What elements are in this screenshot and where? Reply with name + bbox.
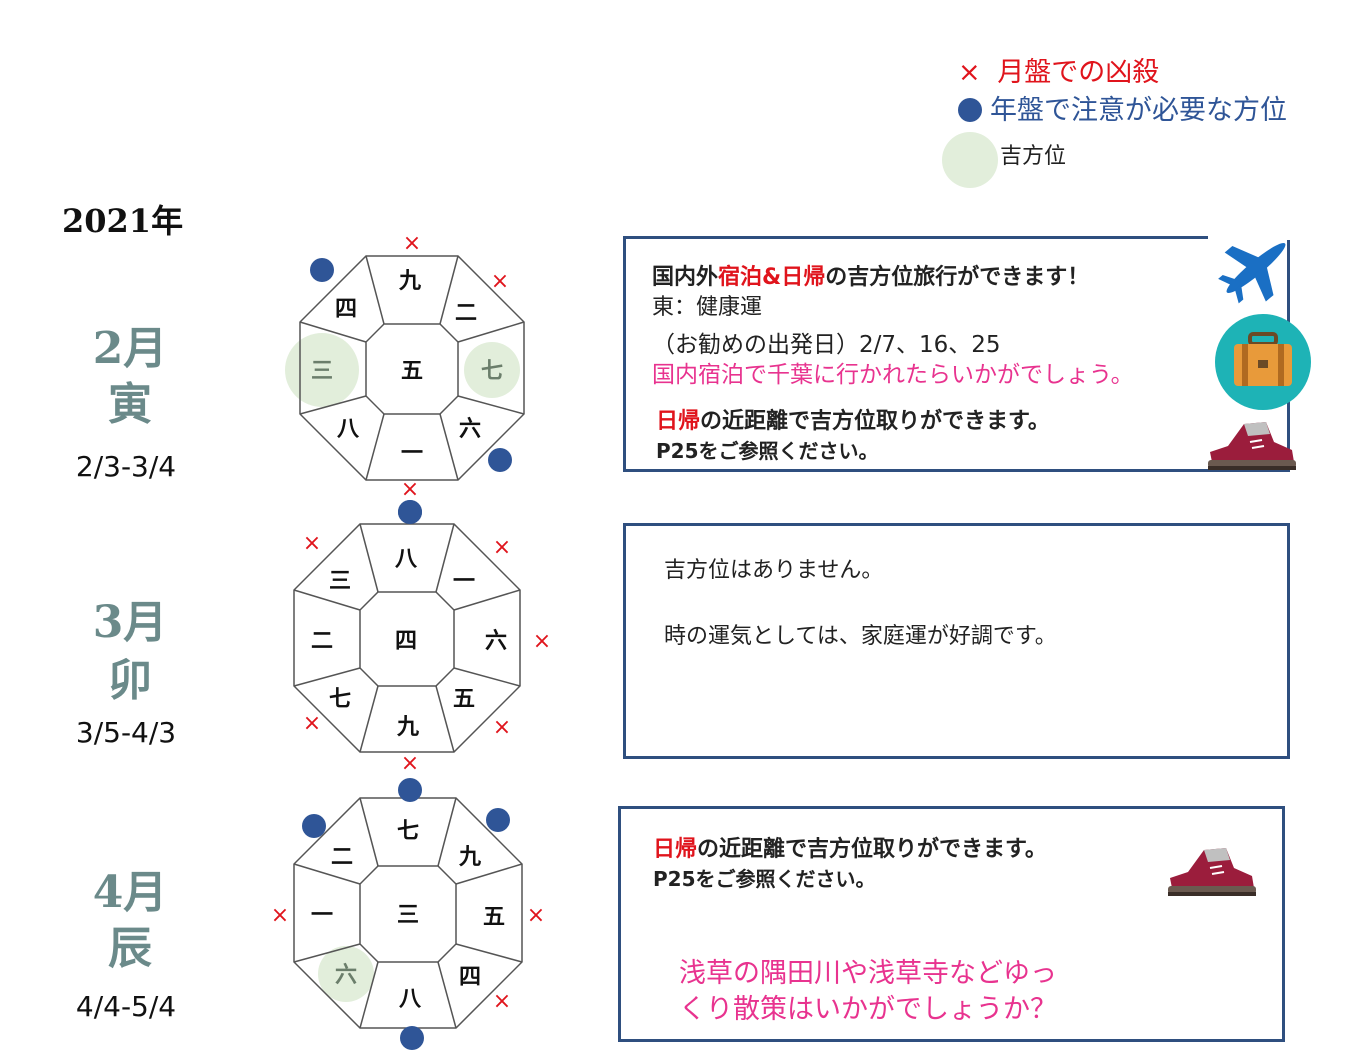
cross-mark-icon: × xyxy=(303,531,321,556)
cross-mark-icon: × xyxy=(271,903,289,928)
southeast-number: 六 xyxy=(459,417,481,442)
month-range: 4/4-5/4 xyxy=(75,990,177,1023)
info-line: P25をご参照ください。 xyxy=(656,439,879,463)
info-box-march: 吉方位はありません。 時の運気としては、家庭運が好調です。 xyxy=(623,523,1290,759)
cross-mark-icon: × xyxy=(303,711,321,736)
east-number: 六 xyxy=(485,629,507,654)
lucky-circle-icon xyxy=(942,132,998,188)
legend-caution-text: 年盤で注意が必要な方位 xyxy=(990,95,1287,126)
caution-dot-icon xyxy=(400,1026,424,1050)
center-number: 四 xyxy=(395,629,417,654)
caution-dot-icon xyxy=(302,814,326,838)
north-number: 七 xyxy=(397,819,419,844)
cross-mark-icon: × xyxy=(401,477,419,502)
hiking-boot-icon xyxy=(1208,422,1296,470)
info-box-april: 日帰の近距離で吉方位取りができます。 P25をご参照ください。 浅草の隅田川や浅… xyxy=(618,806,1285,1042)
info-line: P25をご参照ください。 xyxy=(653,867,876,891)
month-range: 2/3-3/4 xyxy=(75,450,177,483)
southeast-number: 五 xyxy=(453,687,475,712)
info-line: 東：健康運 xyxy=(652,295,763,320)
southwest-number: 八 xyxy=(337,417,360,442)
legend-inauspicious: × 月盤での凶殺 xyxy=(958,50,1159,89)
west-number: 一 xyxy=(311,903,333,928)
cross-mark-icon: × xyxy=(401,751,419,776)
blue-dot-icon xyxy=(958,98,982,122)
caution-dot-icon xyxy=(398,778,422,802)
southeast-number: 四 xyxy=(459,965,481,990)
east-number: 七 xyxy=(481,359,503,384)
info-line: 吉方位はありません。 xyxy=(664,558,884,583)
info-line: （お勧めの出発日）2/7、16、25 xyxy=(652,332,1001,358)
legend-caution: 年盤で注意が必要な方位 xyxy=(958,88,1287,127)
lucky-direction-highlight xyxy=(464,342,520,398)
info-line: 国内外宿泊&日帰の吉方位旅行ができます！ xyxy=(652,265,1090,290)
northeast-number: 二 xyxy=(455,301,477,326)
caution-dot-icon xyxy=(486,808,510,832)
cross-mark-icon: × xyxy=(527,903,545,928)
month-zodiac: 辰 xyxy=(108,923,152,974)
caution-dot-icon xyxy=(488,448,512,472)
info-box-february: 国内外宿泊&日帰の吉方位旅行ができます！ 東：健康運 （お勧めの出発日）2/7、… xyxy=(623,236,1290,472)
airplane-icon xyxy=(1208,232,1298,304)
southwest-number: 六 xyxy=(335,963,357,988)
month-name: 4月 xyxy=(92,867,168,918)
cross-mark-icon: × xyxy=(493,989,511,1014)
info-line: 日帰の近距離で吉方位取りができます。 xyxy=(653,837,1047,862)
north-number: 八 xyxy=(395,547,418,572)
northeast-number: 九 xyxy=(458,845,481,870)
info-line: 時の運気としては、家庭運が好調です。 xyxy=(664,624,1057,649)
north-number: 九 xyxy=(398,269,421,294)
hiking-boot-icon xyxy=(1168,848,1256,896)
nine-star-board: 三 七 九 五 四 八 六 一 二 × × × xyxy=(271,778,545,1050)
cross-mark-icon: × xyxy=(403,231,421,256)
legend-lucky-text: 吉方位 xyxy=(1000,144,1067,169)
south-number: 九 xyxy=(396,715,419,740)
northeast-number: 一 xyxy=(453,569,475,594)
center-number: 三 xyxy=(397,903,419,928)
south-number: 八 xyxy=(399,987,422,1012)
month-name: 2月 xyxy=(92,323,168,374)
center-number: 五 xyxy=(401,359,423,384)
nine-star-board: 五 九 二 七 六 一 八 三 四 × × × xyxy=(285,231,525,524)
south-number: 一 xyxy=(401,441,423,466)
year-title: 2021年 xyxy=(62,202,184,240)
nine-star-board: 四 八 一 六 五 九 七 二 三 × × × × × × xyxy=(293,500,551,776)
cross-mark-icon: × xyxy=(958,57,981,88)
info-line: 浅草の隅田川や浅草寺などゆっ xyxy=(679,958,1057,989)
info-line: 国内宿泊で千葉に行かれたらいかがでしょう。 xyxy=(652,362,1134,388)
month-range: 3/5-4/3 xyxy=(75,716,177,749)
lucky-direction-highlight xyxy=(285,333,359,407)
lucky-direction-highlight xyxy=(318,946,374,1002)
suitcase-icon xyxy=(1215,314,1311,410)
northwest-number: 二 xyxy=(331,845,353,870)
west-number: 三 xyxy=(311,359,333,384)
caution-dot-icon xyxy=(310,258,334,282)
info-line: 日帰の近距離で吉方位取りができます。 xyxy=(656,409,1050,434)
east-number: 五 xyxy=(483,905,505,930)
cross-mark-icon: × xyxy=(493,535,511,560)
southwest-number: 七 xyxy=(329,687,351,712)
cross-mark-icon: × xyxy=(491,269,509,294)
info-line: くり散策はいかがでしょうか？ xyxy=(679,994,1057,1025)
month-name: 3月 xyxy=(92,597,168,648)
legend-inauspicious-text: 月盤での凶殺 xyxy=(997,57,1160,88)
month-zodiac: 卯 xyxy=(108,655,152,706)
cross-mark-icon: × xyxy=(533,629,551,654)
northwest-number: 三 xyxy=(329,569,351,594)
west-number: 二 xyxy=(311,629,333,654)
northwest-number: 四 xyxy=(335,297,357,322)
cross-mark-icon: × xyxy=(493,715,511,740)
month-zodiac: 寅 xyxy=(108,379,152,430)
caution-dot-icon xyxy=(398,500,422,524)
